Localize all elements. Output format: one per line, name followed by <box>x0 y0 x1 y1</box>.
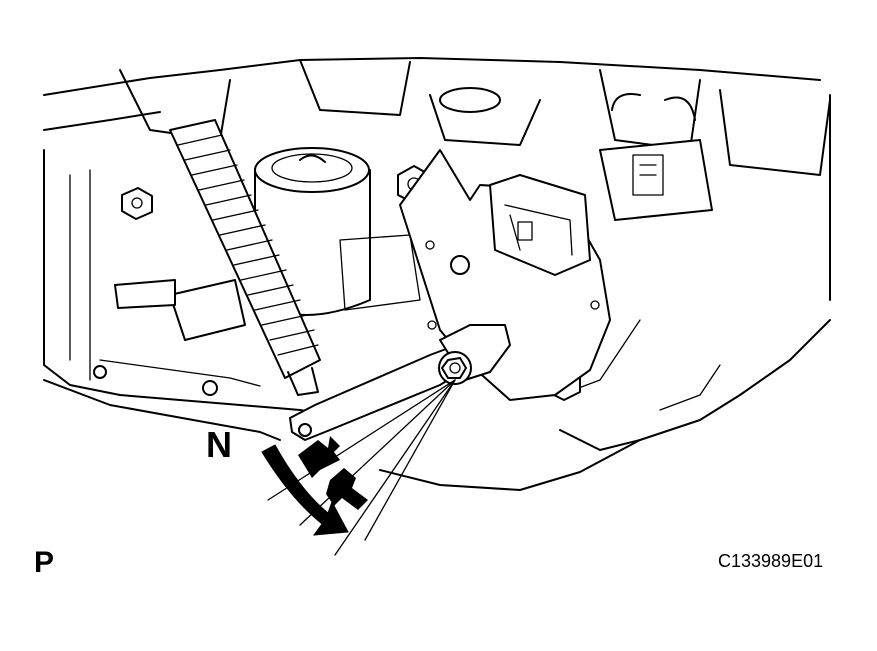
manual-shift-lever <box>289 324 511 441</box>
arrow-to-lever-icon <box>326 468 368 510</box>
rotation-direction-icon <box>261 444 349 536</box>
case-hole-2 <box>93 365 107 379</box>
switch-connector <box>489 174 591 276</box>
harness-connector <box>599 93 713 221</box>
figure-reference-code: C133989E01 <box>718 551 824 571</box>
bolt-left <box>121 187 153 220</box>
valve-body-block <box>114 234 421 341</box>
neutral-position-label: N <box>206 424 232 465</box>
case-hole <box>202 380 218 396</box>
p-marker-label: P <box>34 546 55 579</box>
arrow-to-n-icon <box>298 436 340 478</box>
position-reference-lines <box>267 379 456 556</box>
direction-arrows <box>261 436 368 536</box>
control-cable-boot <box>169 119 321 396</box>
